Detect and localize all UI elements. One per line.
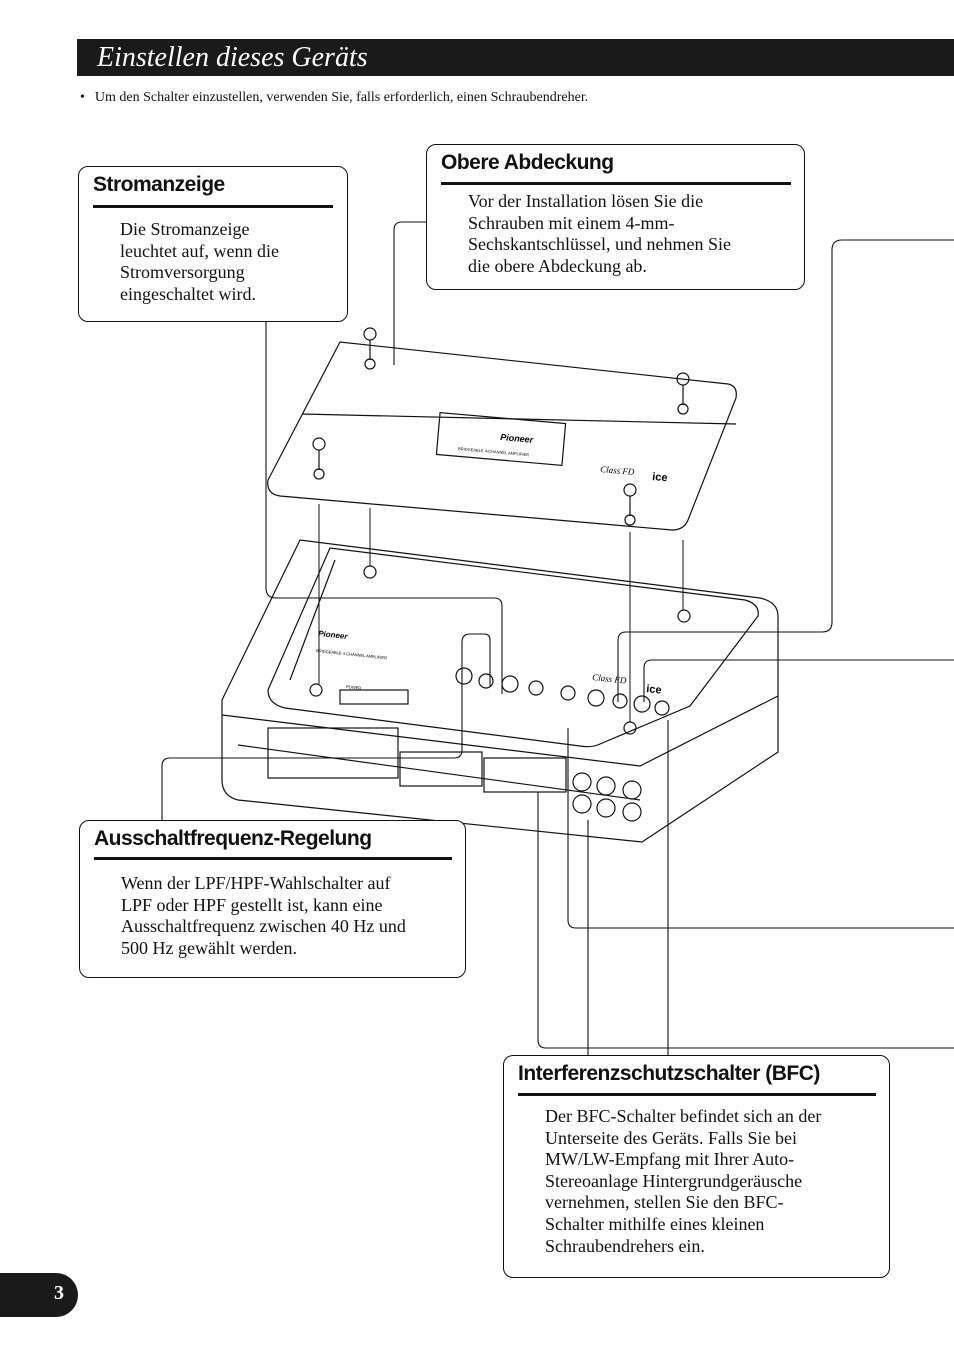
callout-heading: Ausschaltfrequenz-Regelung [94, 827, 372, 850]
leader-obere-abdeckung [393, 221, 426, 365]
heading-rule [93, 205, 333, 208]
section-title: Einstellen dieses Geräts [97, 42, 368, 73]
callout-text: Vor der Installation lösen Sie die Schra… [468, 191, 731, 276]
panel-brand-text: Pioneer [318, 629, 349, 641]
intro-note: • Um den Schalter einzustellen, verwenden… [80, 90, 588, 106]
page-number: 3 [54, 1282, 64, 1304]
callout-text: Die Stromanzeige leuchtet auf, wenn die … [120, 219, 279, 304]
power-terminal-block [267, 727, 399, 779]
cover-model-text: BRIDGEABLE 4-CHANNEL AMPLIFIER [458, 446, 529, 457]
section-header-bar: Einstellen dieses Geräts [77, 39, 954, 76]
callout-obere-abdeckung: Obere Abdeckung Vor der Installation lös… [426, 144, 805, 290]
bullet: • [80, 90, 85, 105]
cover-ice-label: ice [652, 471, 668, 484]
callout-stromanzeige: Stromanzeige Die Stromanzeige leuchtet a… [78, 166, 348, 322]
cover-brand-text: Pioneer [500, 432, 534, 445]
callout-ausschaltfrequenz: Ausschaltfrequenz-Regelung Wenn der LPF/… [79, 820, 466, 978]
cover-class-label: Class FD [600, 464, 635, 477]
callout-text: Der BFC-Schalter befindet sich an der Un… [545, 1106, 822, 1256]
cover-screws [312, 327, 690, 526]
intro-text: Um den Schalter einzustellen, verwenden … [94, 90, 589, 105]
amplifier-top-panel [267, 547, 759, 748]
power-indicator-label: POWER [346, 684, 362, 691]
rca-inputs [572, 772, 642, 822]
callout-text: Wenn der LPF/HPF-Wahlschalter auf LPF od… [121, 873, 406, 958]
leader-bfc-a [567, 728, 954, 929]
top-cover [267, 341, 737, 531]
amplifier-body [221, 539, 779, 843]
panel-class-label: Class FD [592, 672, 628, 686]
heading-rule [94, 857, 452, 860]
callout-heading: Obere Abdeckung [441, 151, 614, 174]
callout-heading: Interferenzschutzschalter (BFC) [518, 1062, 820, 1085]
heading-rule [441, 182, 791, 185]
leader-right-top [617, 239, 954, 702]
panel-ice-label: ice [646, 683, 662, 697]
page-number-tab: 3 [0, 1273, 78, 1317]
leader-ausschalt [161, 633, 491, 820]
leader-lines [161, 221, 954, 1055]
cover-logo-plate [435, 411, 567, 467]
callout-heading: Stromanzeige [93, 173, 225, 196]
leader-stromanzeige [265, 320, 503, 694]
leader-bfc-b [537, 792, 954, 1049]
heading-rule [518, 1093, 876, 1096]
screw-guide-lines [318, 504, 684, 722]
leader-right-mid [643, 659, 954, 702]
power-indicator [339, 689, 409, 705]
callout-bfc: Interferenzschutzschalter (BFC) Der BFC-… [503, 1055, 890, 1278]
speaker-terminals [399, 751, 567, 793]
